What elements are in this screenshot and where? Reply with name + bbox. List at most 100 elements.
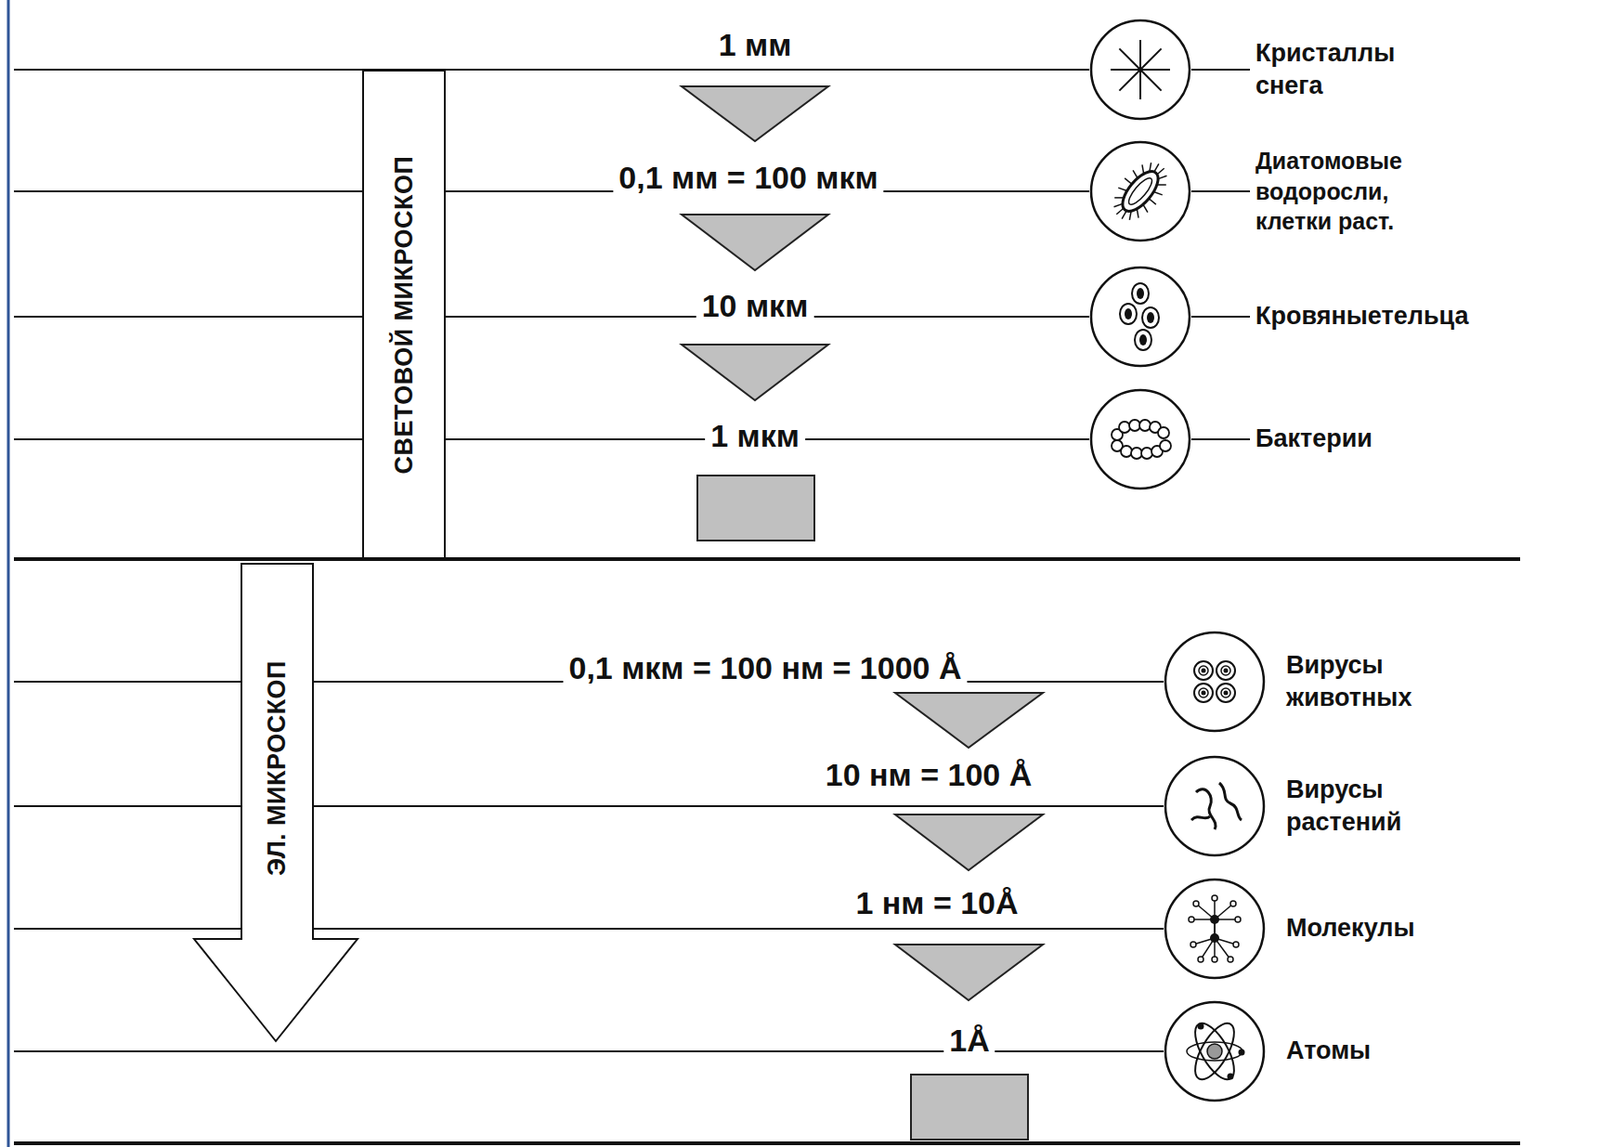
icon-part [1209, 933, 1220, 943]
specimen-icon [1186, 1017, 1246, 1086]
leader-line [1191, 190, 1250, 193]
icon-part [1132, 208, 1143, 219]
step-triangle [895, 814, 1043, 871]
scale-markers [681, 86, 1043, 1140]
icon-part [1211, 956, 1218, 963]
icon-part [1227, 956, 1234, 963]
icon-part [1157, 427, 1170, 439]
icon-part [1116, 165, 1165, 217]
icon-part [1216, 661, 1236, 680]
icon-part [1223, 668, 1229, 674]
icon-part [1159, 440, 1171, 452]
icon-part [1118, 421, 1131, 433]
specimen-icon [1191, 782, 1242, 830]
specimen-icon [1188, 895, 1241, 963]
level-line [13, 805, 1164, 807]
icon-part [1126, 210, 1135, 221]
scale-value: 0,1 мм = 100 мкм [612, 159, 884, 196]
icon-part [1187, 1017, 1242, 1086]
specimen-circle: Вирусы растений [1163, 754, 1266, 858]
icon-part [1139, 334, 1147, 346]
circle-outline [1089, 388, 1192, 491]
circle-shape [1091, 142, 1190, 241]
icon-part [1198, 665, 1209, 676]
circle-shape [1091, 390, 1190, 489]
specimen-label: Бактерии [1255, 422, 1373, 456]
icon-part [1118, 185, 1127, 195]
icon-part [1207, 1043, 1223, 1059]
icon-part [1140, 48, 1162, 70]
leader-line [1191, 315, 1250, 318]
page-edge-line [7, 0, 11, 1147]
icon-part [1119, 303, 1137, 325]
icon-part [1223, 690, 1229, 696]
circle-shape [1165, 1001, 1264, 1101]
circle-shape [1165, 756, 1264, 856]
specimen-icon [1194, 661, 1236, 703]
icon-part [1138, 164, 1148, 174]
icon-part [1131, 283, 1149, 304]
step-triangle [681, 214, 829, 271]
specimen-label: Вирусы животных [1286, 649, 1412, 715]
divider-line [13, 557, 1521, 561]
specimen-circle: Бактерии [1089, 388, 1192, 491]
icon-part [1216, 683, 1236, 703]
icon-part [1194, 661, 1213, 680]
limit-rect [697, 475, 815, 541]
icon-part [1148, 198, 1157, 205]
icon-part [1193, 900, 1199, 907]
icon-part [1196, 789, 1216, 830]
icon-part [1140, 69, 1162, 92]
leader-line [1191, 68, 1250, 71]
specimen-label: Диатомовые водоросли, клетки раст. [1255, 145, 1403, 237]
icon-part [1140, 68, 1171, 71]
microscope-label: СВЕТОВОЙ МИКРОСКОП [390, 155, 419, 474]
specimen-circle: Атомы [1163, 1000, 1266, 1103]
icon-part [1124, 308, 1132, 320]
icon-part [1141, 204, 1150, 213]
icon-part [1141, 447, 1153, 459]
icon-part [1201, 668, 1207, 674]
specimen-circle: Диатомовые водоросли, клетки раст. [1089, 140, 1192, 243]
circle-shape [1091, 267, 1190, 366]
icon-part [1145, 162, 1155, 172]
icon-part [1136, 287, 1145, 300]
level-line [13, 190, 1090, 193]
icon-part [1233, 941, 1239, 948]
icon-part [1153, 189, 1162, 198]
level-line [13, 438, 1090, 441]
icon-part [1125, 174, 1156, 208]
scale-value: 1 мм [713, 26, 798, 64]
circle-shape [1091, 20, 1190, 119]
specimen-circle: Вирусы животных [1163, 630, 1266, 733]
icon-part [1230, 900, 1236, 907]
level-line [13, 927, 1164, 930]
icon-part [1188, 916, 1195, 923]
icon-part [1219, 782, 1242, 820]
leader-line [1191, 438, 1250, 441]
icon-part [1221, 665, 1231, 676]
icon-part [1186, 1041, 1243, 1061]
circle-outline [1089, 140, 1192, 243]
icon-part [1157, 180, 1167, 190]
scale-value: 1Å [943, 1022, 995, 1059]
icon-part [1118, 69, 1141, 92]
icon-part [1197, 956, 1204, 963]
circle-outline [1163, 1000, 1266, 1103]
scale-value: 10 мкм [696, 287, 815, 325]
specimen-label: Молекулы [1286, 911, 1416, 945]
specimen-label: Кровяныетельца [1255, 299, 1469, 333]
icon-part [1227, 1073, 1235, 1080]
icon-part [1139, 39, 1142, 70]
icon-part [1124, 178, 1132, 184]
circle-shape [1165, 879, 1264, 978]
icon-part [1142, 307, 1159, 328]
microscope-label: ЭЛ. МИКРОСКОП [262, 660, 292, 876]
icon-part [1114, 200, 1123, 210]
level-line [13, 315, 1090, 318]
circle-outline [1163, 754, 1266, 858]
icon-part [1187, 1017, 1242, 1086]
icon-part [1198, 688, 1209, 698]
specimen-label: Кристаллы снега [1255, 37, 1395, 103]
scale-value: 0,1 мкм = 100 нм = 1000 Å [562, 650, 967, 687]
